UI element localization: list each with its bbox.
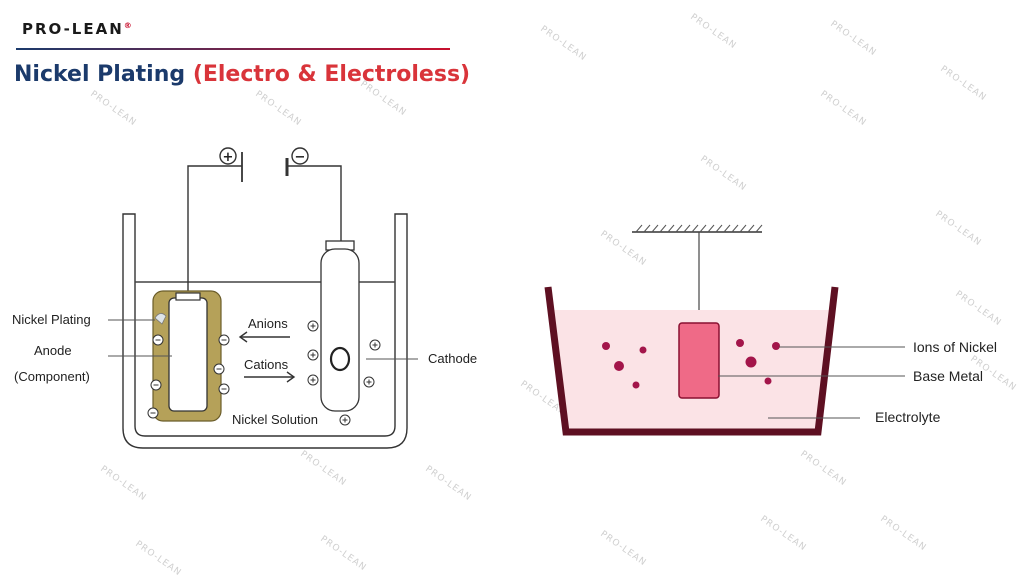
watermark: PRO-LEAN [758,514,808,553]
watermark: PRO-LEAN [953,289,1003,328]
brand-logo-text: PRO-LEAN [22,20,124,38]
electroless-diagram: Ions of Nickel Base Metal Electrolyte [544,224,997,436]
electrolyte-label: Electrolyte [875,409,941,425]
positive-ion-icon [339,414,351,426]
watermark: PRO-LEAN [798,449,848,488]
anode-component [168,297,208,412]
negative-terminal: − [291,147,309,165]
component-label: (Component) [14,369,90,384]
base-metal [678,322,720,399]
nickel-solution-label: Nickel Solution [232,412,318,427]
watermark: PRO-LEAN [828,19,878,58]
positive-ion-icon [369,339,381,351]
anode-label: Anode [34,343,72,358]
cathode-label: Cathode [428,351,477,366]
electroplating-diagram: + − [12,147,477,449]
watermark: PRO-LEAN [598,229,648,268]
base-metal-label: Base Metal [913,368,983,384]
watermark: PRO-LEAN [933,209,983,248]
plating-droplet-icon [154,313,167,325]
positive-ion-icon [307,349,319,361]
watermark-layer: PRO-LEAN PRO-LEAN PRO-LEAN PRO-LEAN PRO-… [88,12,1018,576]
negative-ion-icon [152,334,164,346]
positive-ion-icon [363,376,375,388]
minus-circle-icon [291,147,309,165]
watermark: PRO-LEAN [253,89,303,128]
plus-circle-icon [219,147,237,165]
support-hatching [635,224,763,233]
page-title: Nickel Plating (Electro & Electroless) [14,62,470,87]
ion-dot [632,381,640,389]
ion-dot [745,356,757,368]
watermark: PRO-LEAN [98,464,148,503]
registered-mark: ® [123,21,132,30]
negative-ion-icon [213,363,225,375]
title-main: Nickel Plating [14,62,186,87]
watermark: PRO-LEAN [88,89,138,128]
header-rule [16,48,450,50]
ion-dot [614,361,624,371]
watermark: PRO-LEAN [878,514,928,553]
ion-symbols [147,320,381,426]
nickel-deposit [329,346,351,372]
ions-label: Ions of Nickel [913,339,997,355]
watermark: PRO-LEAN [818,89,868,128]
watermark: PRO-LEAN [938,64,988,103]
anions-label: Anions [248,316,288,331]
electroplating-tank [122,213,408,449]
anions-arrowhead-icon [238,331,248,343]
watermark: PRO-LEAN [688,12,738,51]
positive-terminal: + [219,147,237,165]
positive-sign: + [223,150,234,165]
negative-sign: − [295,150,306,165]
anode-wire [187,165,242,297]
ion-dot [602,342,610,350]
positive-ion-icon [307,374,319,386]
watermark: PRO-LEAN [423,464,473,503]
electroless-tank [544,286,839,436]
watermark: PRO-LEAN [538,24,588,63]
negative-ion-icon [218,383,230,395]
cations-label: Cations [244,357,289,372]
anode-cap [175,292,201,301]
title-accent: (Electro & Electroless) [192,62,471,87]
negative-ion-icon [218,334,230,346]
watermark: PRO-LEAN [133,539,183,576]
watermark: PRO-LEAN [698,154,748,193]
watermark: PRO-LEAN [298,449,348,488]
nickel-ions [602,339,780,389]
ion-dot [764,377,772,385]
positive-ion-icon [307,320,319,332]
cathode-wire [287,165,342,242]
ion-dot [639,346,647,354]
watermark: PRO-LEAN [318,534,368,573]
ion-dot [772,342,780,350]
negative-ion-icon [150,379,162,391]
nickel-plating-label: Nickel Plating [12,312,91,327]
brand-logo: PRO-LEAN® [22,20,132,38]
negative-ion-icon [147,407,159,419]
ion-dot [736,339,744,347]
watermark: PRO-LEAN [598,529,648,568]
cathode-rod [320,248,360,412]
watermark: PRO-LEAN [358,79,408,118]
cations-arrowhead-icon [286,371,296,383]
